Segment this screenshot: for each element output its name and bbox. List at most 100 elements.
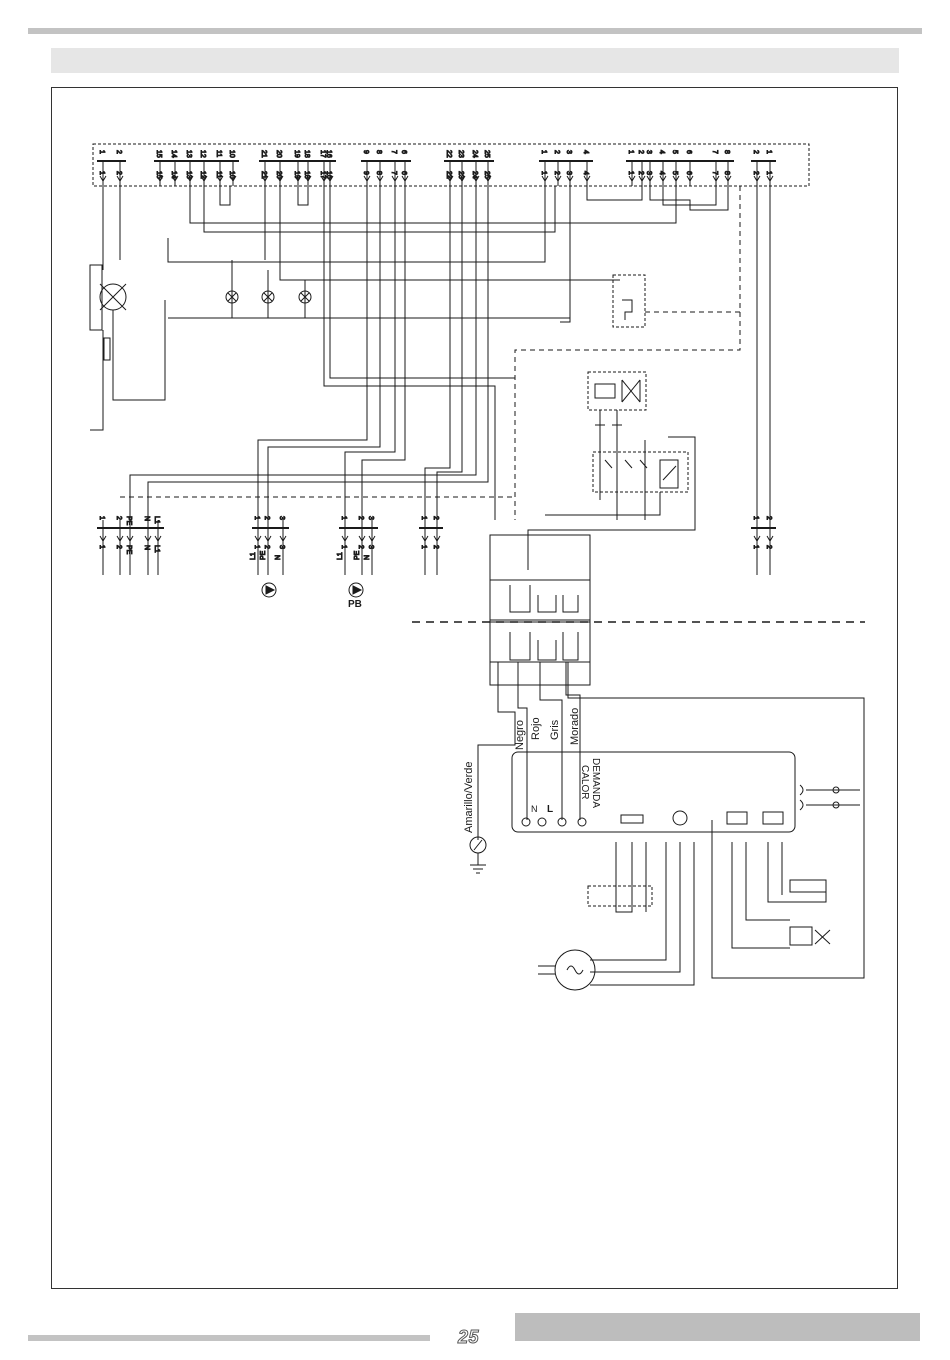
terminal-number: 9: [362, 171, 369, 175]
label-n: N: [531, 804, 538, 814]
wire: [615, 842, 647, 913]
wire: [323, 186, 515, 520]
top-rule: [28, 28, 922, 34]
terminal-number: 4: [658, 150, 665, 154]
terminal-number: 13: [185, 171, 192, 179]
terminal-number: 1: [340, 545, 347, 549]
switch-housing: [89, 264, 103, 331]
wire-morado: [565, 662, 581, 820]
wire-gris: [539, 662, 563, 820]
ionization-wiring: [799, 784, 860, 811]
terminal-name: L1: [250, 552, 257, 560]
terminal-number: 2: [357, 516, 364, 520]
terminal-number: 2: [752, 150, 759, 154]
terminal-number: 2: [637, 150, 644, 154]
terminal-number: 1: [253, 545, 260, 549]
lamps: [168, 260, 570, 319]
terminal-number: 14: [170, 171, 177, 179]
terminal-number: 2: [357, 545, 364, 549]
pump-1-symbol: [261, 582, 277, 598]
flame-sensor-symbol: [762, 811, 784, 825]
wire-negro: [477, 662, 516, 840]
terminal-number: 24: [471, 150, 478, 158]
valve-symbol: [621, 379, 641, 403]
terminal-number: 3: [645, 150, 652, 154]
terminal-number: 15: [155, 150, 162, 158]
page-number: 25: [457, 1327, 480, 1348]
terminal-name: N: [275, 555, 282, 560]
terminal-number: 22: [445, 150, 452, 158]
connector-bottom: [489, 621, 591, 663]
terminal-number: 6: [400, 150, 407, 154]
wire: [167, 186, 571, 323]
terminal-number: 1: [627, 171, 634, 175]
earth-icon: [470, 839, 486, 874]
terminal-number: 4: [582, 171, 589, 175]
control-board: [511, 751, 796, 833]
terminal-number: 20: [275, 150, 282, 158]
relay-box: [592, 451, 689, 493]
page-number-band: [515, 1313, 920, 1341]
terminal-number: 2: [115, 545, 122, 549]
label-pb: PB: [348, 599, 362, 610]
terminal-number: 2: [115, 171, 122, 175]
terminal-number: 11: [215, 150, 222, 157]
wire: [586, 186, 729, 211]
wire-dashed: [514, 186, 741, 520]
relay-contacts: [604, 459, 648, 469]
fuse-box: [587, 885, 653, 907]
pump-2-symbol: [348, 582, 364, 598]
capacitor: [538, 965, 555, 975]
terminal-number: 4: [582, 150, 589, 154]
terminal-number: 25: [483, 171, 490, 179]
motor-sine: [566, 965, 584, 975]
terminal-number: 3: [278, 516, 285, 520]
label-demanda: DEMANDA: [590, 758, 601, 808]
wire: [756, 186, 771, 575]
terminal-number: 7: [390, 171, 397, 175]
terminal-number: 5: [671, 171, 678, 175]
switch-contacts: [99, 283, 127, 311]
terminal-number: 18: [303, 150, 310, 158]
terminal-number: N: [143, 545, 150, 550]
terminal-number: 20: [275, 171, 282, 179]
relay-coil: [659, 459, 679, 489]
lamp-3: [298, 290, 312, 304]
wire-return: [567, 662, 865, 979]
terminal-number: 1: [420, 516, 427, 520]
fan-motor: [554, 949, 596, 991]
terminal-number: 8: [375, 171, 382, 175]
terminal-number: 5: [671, 150, 678, 154]
connector-pins: [509, 632, 579, 661]
terminal-number: 17: [319, 171, 326, 179]
heater-symbol: [620, 814, 644, 824]
terminal-number: 1: [627, 150, 634, 154]
terminal-number: 1: [540, 150, 547, 154]
terminal-number: 8: [723, 150, 730, 154]
terminal-number: PE: [125, 545, 132, 555]
terminal-number: 6: [400, 171, 407, 175]
terminal-number: 1: [98, 150, 105, 154]
fan-motor-symbol: [672, 810, 688, 826]
terminal-number: 2: [765, 545, 772, 549]
terminal-number: 23: [457, 150, 464, 158]
wire: [595, 410, 622, 520]
sensor-wiring: [767, 842, 827, 903]
connector-top: [489, 579, 591, 621]
wire: [344, 186, 406, 520]
terminal-number: 1: [98, 516, 105, 520]
terminal-number: 2: [115, 150, 122, 154]
terminal-number: 19: [293, 171, 300, 179]
terminal-number: 3: [565, 150, 572, 154]
fuse: [103, 337, 111, 361]
wire: [129, 186, 489, 520]
terminal-number: 24: [471, 171, 478, 179]
label-calor: CALOR: [579, 765, 590, 799]
terminal-number: N: [143, 516, 150, 521]
relay-diagonal: [662, 465, 677, 481]
connector-pins: [509, 585, 579, 613]
terminal-number: 8: [723, 171, 730, 175]
terminal-number: 16: [325, 171, 332, 179]
wire: [424, 186, 463, 520]
label-rojo: Rojo: [530, 717, 542, 740]
